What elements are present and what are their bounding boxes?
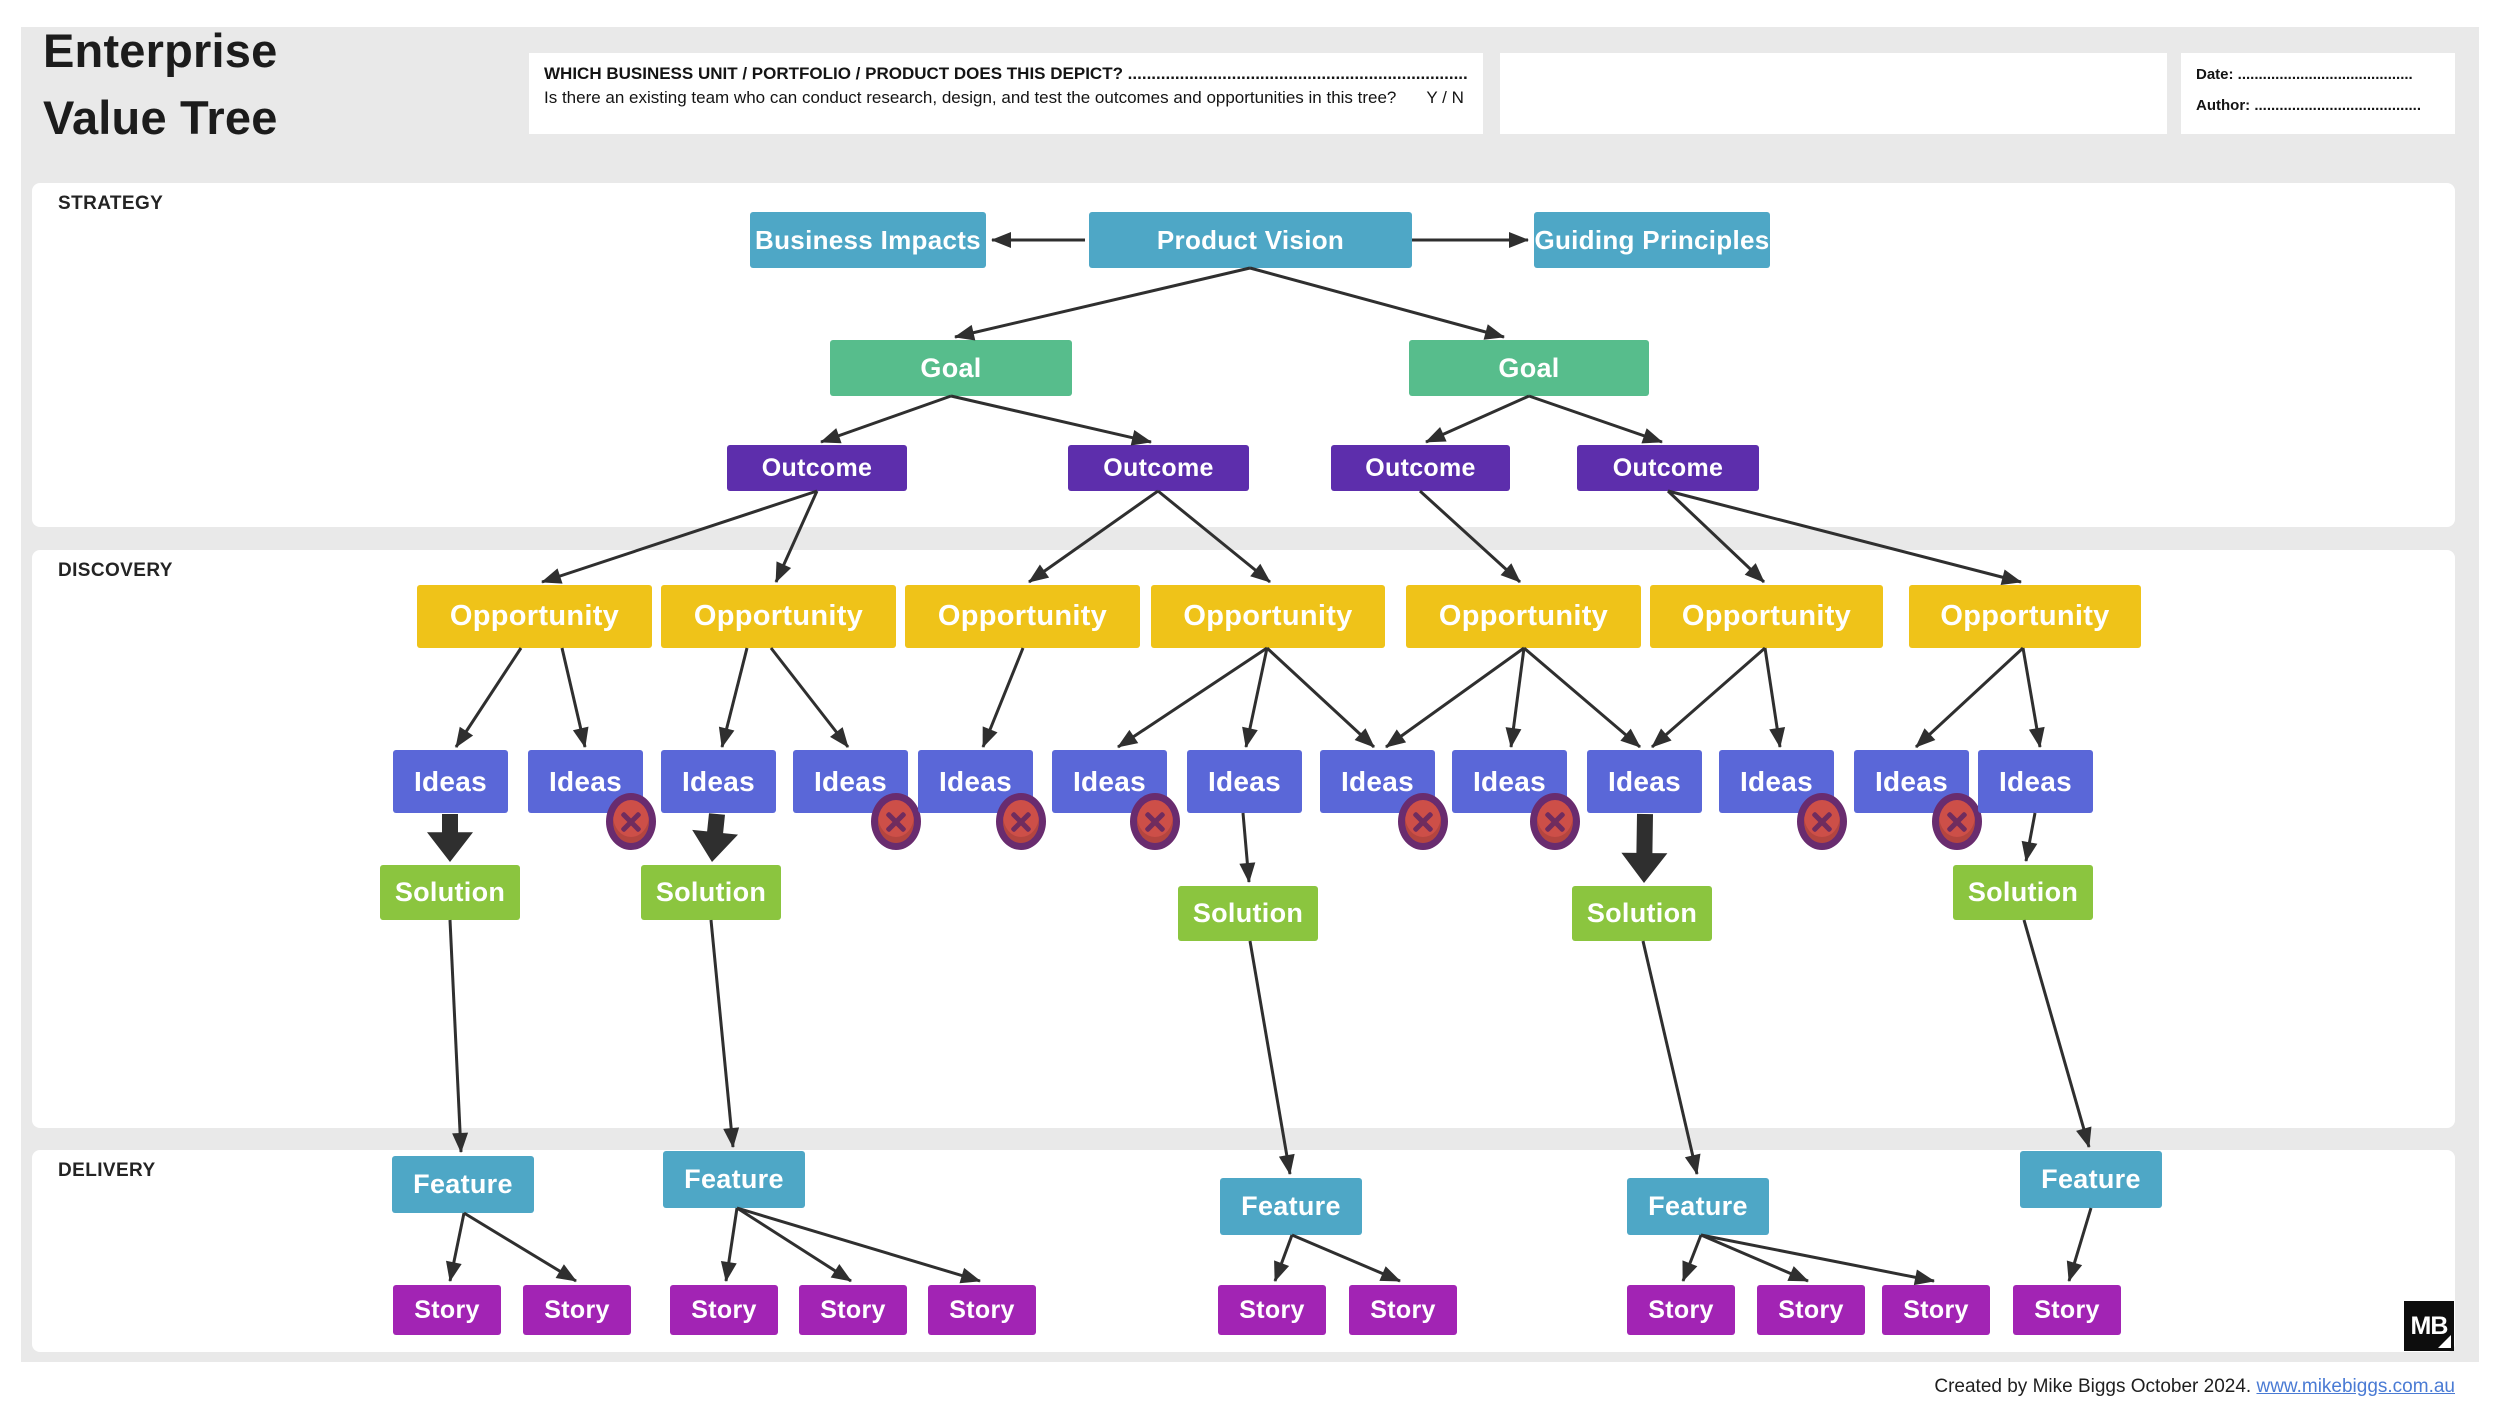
- mikebiggs-link[interactable]: www.mikebiggs.com.au: [2256, 1376, 2455, 1397]
- idea-2-node: Ideas: [528, 750, 656, 850]
- idea-11-node: Ideas: [1719, 750, 1847, 850]
- feature-5-node: Feature: [2020, 1151, 2162, 1208]
- story-4-node: Story: [799, 1285, 907, 1335]
- rejected-x-icon: [1932, 793, 1982, 850]
- solution-2-node: Solution: [641, 865, 781, 920]
- product-vision-node: Product Vision: [1089, 212, 1412, 268]
- story-2-node: Story: [523, 1285, 631, 1335]
- rejected-x-icon: [1530, 793, 1580, 850]
- story-7-node: Story: [1349, 1285, 1457, 1335]
- notes-box: [1500, 53, 2167, 134]
- feature-3-node: Feature: [1220, 1178, 1362, 1235]
- mb-logo-fold-icon: [2438, 1335, 2451, 1348]
- mb-logo: MB: [2404, 1301, 2454, 1351]
- page-title-line1: Enterprise: [43, 24, 278, 77]
- feature-2-node: Feature: [663, 1151, 805, 1208]
- rejected-x-icon: [1130, 793, 1180, 850]
- solution-1-node: Solution: [380, 865, 520, 920]
- story-3-node: Story: [670, 1285, 778, 1335]
- rejected-x-icon: [871, 793, 921, 850]
- page-title: Enterprise Value Tree: [43, 18, 278, 151]
- outcome-1-node: Outcome: [727, 445, 907, 491]
- page-title-line2: Value Tree: [43, 90, 278, 144]
- story-10-node: Story: [1882, 1285, 1990, 1335]
- strategy-band-label: STRATEGY: [58, 193, 164, 214]
- idea-10-node: Ideas: [1587, 750, 1702, 813]
- business-impacts-node: Business Impacts: [750, 212, 986, 268]
- idea-7-node: Ideas: [1187, 750, 1302, 813]
- idea-9-node: Ideas: [1452, 750, 1580, 850]
- rejected-x-icon: [996, 793, 1046, 850]
- feature-1-node: Feature: [392, 1156, 534, 1213]
- mb-logo-text: MB: [2410, 1311, 2449, 1340]
- yn-option: Y / N: [1426, 88, 1464, 107]
- outcome-4-node: Outcome: [1577, 445, 1759, 491]
- idea-12-node: Ideas: [1854, 750, 1982, 850]
- guiding-principles-node: Guiding Principles: [1534, 212, 1770, 268]
- goal-1-node: Goal: [830, 340, 1072, 396]
- discovery-band-label: DISCOVERY: [58, 560, 173, 581]
- opportunity-4-node: Opportunity: [1151, 585, 1385, 648]
- delivery-band-label: DELIVERY: [58, 1160, 156, 1181]
- story-6-node: Story: [1218, 1285, 1326, 1335]
- idea-6-node: Ideas: [1052, 750, 1180, 850]
- rejected-x-icon: [1797, 793, 1847, 850]
- idea-3-node: Ideas: [661, 750, 776, 813]
- date-author-box: Date: ..................................…: [2181, 53, 2455, 134]
- solution-3-node: Solution: [1178, 886, 1318, 941]
- opportunity-7-node: Opportunity: [1909, 585, 2141, 648]
- idea-4-node: Ideas: [793, 750, 921, 850]
- opportunity-3-node: Opportunity: [905, 585, 1140, 648]
- idea-13-node: Ideas: [1978, 750, 2093, 813]
- solution-5-node: Solution: [1953, 865, 2093, 920]
- solution-4-node: Solution: [1572, 886, 1712, 941]
- story-9-node: Story: [1757, 1285, 1865, 1335]
- credit-line: Created by Mike Biggs October 2024. www.…: [1934, 1376, 2455, 1398]
- opportunity-5-node: Opportunity: [1406, 585, 1641, 648]
- idea-5-node: Ideas: [918, 750, 1046, 850]
- idea-1-node: Ideas: [393, 750, 508, 813]
- date-field: Date: ..................................…: [2196, 66, 2413, 83]
- story-8-node: Story: [1627, 1285, 1735, 1335]
- idea-8-node: Ideas: [1320, 750, 1448, 850]
- rejected-x-icon: [606, 793, 656, 850]
- story-11-node: Story: [2013, 1285, 2121, 1335]
- question-heading: WHICH BUSINESS UNIT / PORTFOLIO / PRODUC…: [544, 64, 1468, 83]
- credit-text: Created by Mike Biggs October 2024.: [1934, 1376, 2257, 1397]
- author-field: Author: ................................…: [2196, 97, 2422, 114]
- story-1-node: Story: [393, 1285, 501, 1335]
- question-subtext-text: Is there an existing team who can conduc…: [544, 88, 1397, 107]
- rejected-x-icon: [1398, 793, 1448, 850]
- opportunity-1-node: Opportunity: [417, 585, 652, 648]
- outcome-3-node: Outcome: [1331, 445, 1510, 491]
- goal-2-node: Goal: [1409, 340, 1649, 396]
- opportunity-6-node: Opportunity: [1650, 585, 1883, 648]
- outcome-2-node: Outcome: [1068, 445, 1249, 491]
- opportunity-2-node: Opportunity: [661, 585, 896, 648]
- feature-4-node: Feature: [1627, 1178, 1769, 1235]
- story-5-node: Story: [928, 1285, 1036, 1335]
- business-unit-question-box: WHICH BUSINESS UNIT / PORTFOLIO / PRODUC…: [529, 53, 1483, 134]
- question-subtext: Is there an existing team who can conduc…: [544, 88, 1468, 108]
